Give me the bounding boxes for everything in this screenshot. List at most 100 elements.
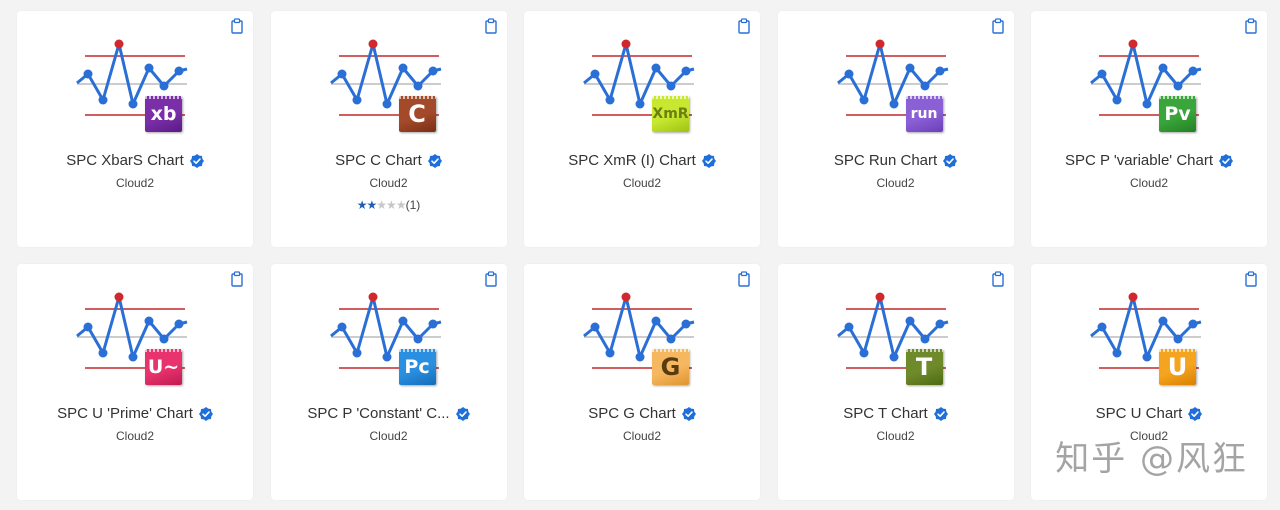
verified-badge-icon — [701, 153, 716, 168]
control-chart-graphic — [836, 39, 948, 116]
control-chart-graphic — [1090, 39, 1202, 116]
app-badge: U — [1159, 349, 1196, 385]
spc-chart-icon: Pv — [1089, 37, 1209, 137]
app-title[interactable]: SPC P 'Constant' C... — [307, 405, 450, 422]
app-title[interactable]: SPC G Chart — [588, 405, 676, 422]
app-publisher: Cloud2 — [369, 429, 408, 443]
app-badge: C — [398, 96, 436, 132]
verified-badge-icon — [189, 153, 204, 168]
app-badge-label: G — [660, 353, 681, 381]
app-badge-label: C — [408, 100, 426, 128]
app-title[interactable]: SPC P 'variable' Chart — [1064, 152, 1213, 169]
control-chart-graphic — [76, 39, 188, 116]
app-publisher: Cloud2 — [115, 176, 155, 190]
app-title-row: SPC U Chart — [1031, 405, 1267, 422]
app-badge: U~ — [145, 349, 182, 385]
app-title-row: SPC P 'Constant' C... — [271, 405, 507, 422]
app-title[interactable]: SPC T Chart — [843, 405, 928, 422]
app-badge-label: Pv — [1164, 103, 1191, 125]
spc-chart-icon: T — [836, 290, 956, 390]
app-badge: XmR — [652, 96, 689, 132]
verified-badge-icon — [455, 406, 470, 421]
app-badge: xb — [145, 96, 182, 132]
control-chart-graphic — [329, 39, 441, 116]
app-title[interactable]: SPC C Chart — [335, 152, 422, 169]
app-badge-label: Pc — [404, 356, 430, 378]
app-badge: T — [905, 349, 943, 385]
app-badge-label: U~ — [147, 356, 180, 378]
star-icon: ★ — [366, 198, 378, 212]
app-badge-label: xb — [150, 103, 177, 125]
app-title-row: SPC XbarS Chart — [17, 152, 253, 169]
clipboard-icon[interactable] — [1244, 271, 1258, 287]
spc-chart-icon: Pc — [329, 290, 449, 390]
app-title-row: SPC P 'variable' Chart — [1031, 152, 1267, 169]
spc-chart-icon: run — [836, 37, 956, 137]
app-badge-label: XmR — [652, 106, 689, 122]
app-title[interactable]: SPC Run Chart — [833, 152, 938, 169]
clipboard-icon[interactable] — [737, 18, 751, 34]
app-title-row: SPC G Chart — [524, 405, 760, 422]
control-chart-graphic — [76, 292, 188, 369]
app-badge: run — [905, 96, 943, 132]
app-publisher: Cloud2 — [876, 429, 915, 443]
app-publisher: Cloud2 — [622, 176, 662, 190]
spc-chart-icon: G — [582, 290, 702, 390]
app-title-row: SPC XmR (I) Chart — [524, 152, 760, 169]
clipboard-icon[interactable] — [484, 271, 498, 287]
clipboard-icon[interactable] — [737, 271, 751, 287]
verified-badge-icon — [933, 406, 948, 421]
app-rating: ★★★★★(1) — [271, 198, 507, 212]
control-chart-graphic — [583, 39, 695, 116]
app-badge-label: U — [1167, 353, 1188, 381]
control-chart-graphic — [836, 292, 948, 369]
clipboard-icon[interactable] — [230, 271, 244, 287]
app-badge: Pc — [398, 349, 436, 385]
verified-badge-icon — [681, 406, 696, 421]
star-icon: ★ — [376, 198, 387, 212]
star-icon: ★ — [386, 198, 397, 212]
app-publisher: Cloud2 — [369, 176, 408, 190]
rating-stars: ★★★★★ — [356, 198, 407, 212]
app-publisher: Cloud2 — [876, 176, 915, 190]
clipboard-icon[interactable] — [230, 18, 244, 34]
spc-chart-icon: U — [1089, 290, 1209, 390]
app-title[interactable]: SPC XmR (I) Chart — [568, 152, 696, 169]
app-title-row: SPC U 'Prime' Chart — [17, 405, 253, 422]
verified-badge-icon — [943, 153, 958, 168]
clipboard-icon[interactable] — [484, 18, 498, 34]
app-badge-label: run — [910, 106, 938, 122]
spc-chart-icon: xb — [75, 37, 195, 137]
verified-badge-icon — [198, 406, 213, 421]
app-badge-label: T — [915, 353, 933, 381]
watermark: 知乎 @风狂 — [1055, 439, 1248, 479]
clipboard-icon[interactable] — [1244, 18, 1258, 34]
app-title[interactable]: SPC U 'Prime' Chart — [57, 405, 193, 422]
clipboard-icon[interactable] — [991, 18, 1005, 34]
app-publisher: Cloud2 — [1129, 176, 1169, 190]
star-icon: ★ — [356, 198, 368, 212]
app-title-row: SPC T Chart — [778, 405, 1014, 422]
spc-chart-icon: U~ — [75, 290, 195, 390]
star-icon: ★ — [395, 198, 407, 212]
verified-badge-icon — [1188, 406, 1203, 421]
clipboard-icon[interactable] — [991, 271, 1005, 287]
spc-chart-icon: XmR — [582, 37, 702, 137]
app-title-row: SPC Run Chart — [778, 152, 1014, 169]
verified-badge-icon — [427, 153, 442, 168]
app-badge: Pv — [1159, 96, 1196, 132]
app-title[interactable]: SPC XbarS Chart — [66, 152, 184, 169]
app-title[interactable]: SPC U Chart — [1095, 405, 1183, 422]
app-badge: G — [652, 349, 689, 385]
